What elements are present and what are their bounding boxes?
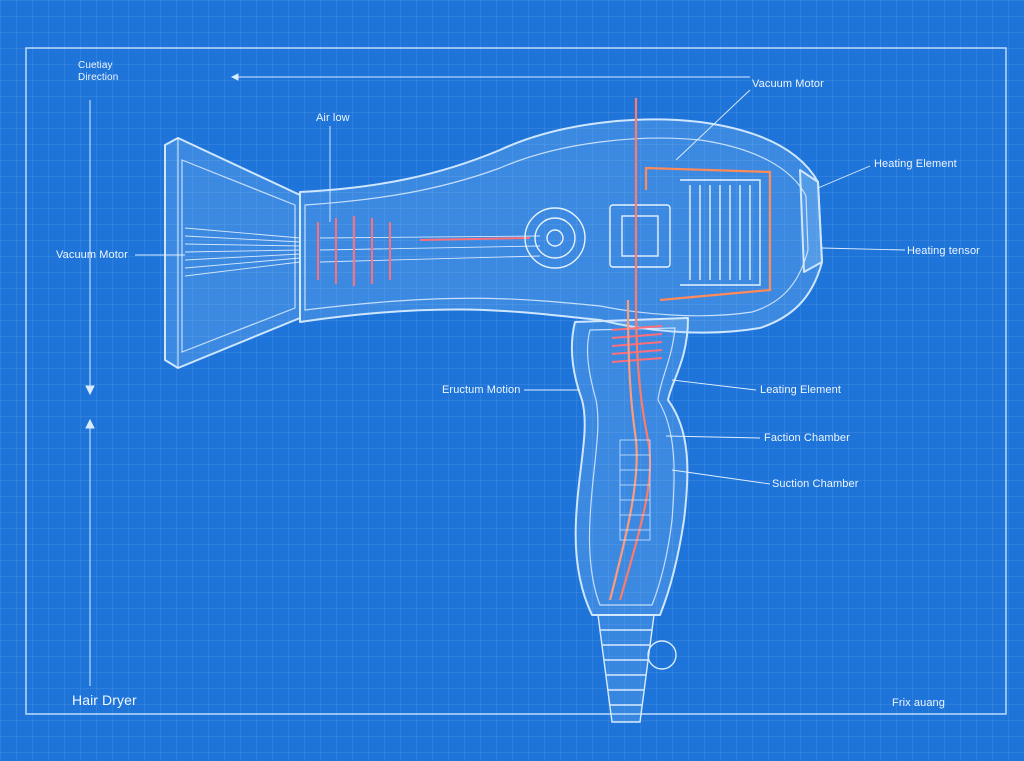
inner-outlines (177, 137, 809, 606)
label-vacuum-motor-left: Vacuum Motor (56, 249, 128, 261)
label-heating-tensor: Heating tensor (907, 245, 980, 257)
corner-note-line2: Direction (78, 72, 119, 83)
drawing-title: Hair Dryer (72, 692, 137, 708)
drawing-author: Frix auang (892, 697, 945, 709)
label-faction-chamber: Faction Chamber (764, 432, 850, 444)
drawing-frame (25, 47, 1007, 715)
label-heating-element-top: Heating Element (874, 158, 957, 170)
cord-strain-relief (597, 614, 677, 723)
fan-motor (524, 179, 761, 286)
label-heating-element-mid: Leating Element (760, 384, 841, 396)
label-suction-motion: Eructum Motion (442, 384, 521, 396)
dimension-lines (85, 73, 750, 686)
label-vacuum-motor-top: Vacuum Motor (752, 78, 824, 90)
dryer-body (164, 118, 823, 616)
label-airflow: Air low (316, 112, 350, 124)
corner-note-line1: Cuetiay (78, 60, 113, 71)
leader-lines (135, 89, 906, 485)
label-suction-chamber: Suction Chamber (772, 478, 859, 490)
airflow-fins (184, 227, 541, 277)
handle-grille (619, 439, 651, 541)
